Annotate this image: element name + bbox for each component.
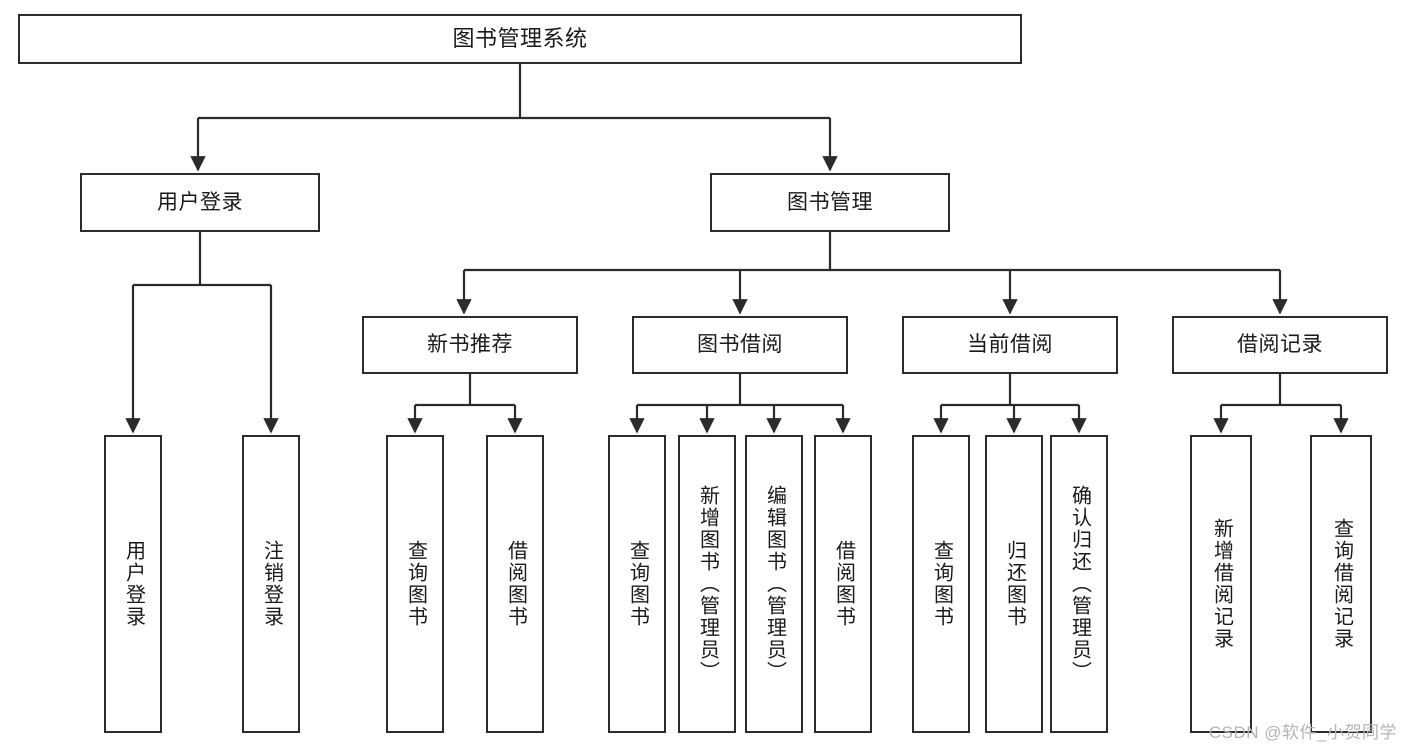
csdn-watermark: CSDN @软件_小贺同学 <box>1208 723 1397 742</box>
node-leaf-confirm-return-label: 确认归还（管理员） <box>1068 485 1091 683</box>
node-leaf-add-borrow-record-label: 新增借阅记录 <box>1210 518 1233 650</box>
node-leaf-query-book[interactable]: 查询图书 <box>608 435 666 733</box>
node-leaf-query-book-current[interactable]: 查询图书 <box>912 435 970 733</box>
node-leaf-add-book-label: 新增图书（管理员） <box>696 485 719 683</box>
node-leaf-query-book-recommend[interactable]: 查询图书 <box>386 435 444 733</box>
node-user-login[interactable]: 用户登录 <box>80 173 320 232</box>
node-new-book-recommend[interactable]: 新书推荐 <box>362 316 578 374</box>
node-leaf-query-borrow-record-label: 查询借阅记录 <box>1330 518 1353 650</box>
node-book-manage[interactable]: 图书管理 <box>710 173 950 232</box>
node-current-borrow-label: 当前借阅 <box>967 333 1053 357</box>
node-leaf-query-book-label: 查询图书 <box>626 540 649 628</box>
node-borrow-record[interactable]: 借阅记录 <box>1172 316 1388 374</box>
node-leaf-user-logout[interactable]: 注销登录 <box>242 435 300 733</box>
node-leaf-edit-book-label: 编辑图书（管理员） <box>763 485 786 683</box>
node-leaf-edit-book[interactable]: 编辑图书（管理员） <box>745 435 803 733</box>
node-leaf-return-book[interactable]: 归还图书 <box>985 435 1043 733</box>
node-leaf-user-login-label: 用户登录 <box>122 540 145 628</box>
node-root[interactable]: 图书管理系统 <box>18 14 1022 64</box>
node-book-borrow-label: 图书借阅 <box>697 333 783 357</box>
node-leaf-user-login[interactable]: 用户登录 <box>104 435 162 733</box>
node-leaf-confirm-return[interactable]: 确认归还（管理员） <box>1050 435 1108 733</box>
node-leaf-query-book-current-label: 查询图书 <box>930 540 953 628</box>
node-user-login-label: 用户登录 <box>157 190 243 214</box>
node-leaf-query-borrow-record[interactable]: 查询借阅记录 <box>1310 435 1372 733</box>
node-leaf-borrow-book-label: 借阅图书 <box>832 540 855 628</box>
node-leaf-borrow-book-recommend[interactable]: 借阅图书 <box>486 435 544 733</box>
node-leaf-borrow-book[interactable]: 借阅图书 <box>814 435 872 733</box>
node-book-manage-label: 图书管理 <box>787 190 873 214</box>
node-leaf-add-borrow-record[interactable]: 新增借阅记录 <box>1190 435 1252 733</box>
node-leaf-return-book-label: 归还图书 <box>1003 540 1026 628</box>
node-root-label: 图书管理系统 <box>452 25 588 51</box>
node-leaf-user-logout-label: 注销登录 <box>260 540 283 628</box>
node-leaf-borrow-book-recommend-label: 借阅图书 <box>504 540 527 628</box>
node-new-book-recommend-label: 新书推荐 <box>427 333 513 357</box>
node-leaf-query-book-recommend-label: 查询图书 <box>404 540 427 628</box>
node-leaf-add-book[interactable]: 新增图书（管理员） <box>678 435 736 733</box>
node-current-borrow[interactable]: 当前借阅 <box>902 316 1118 374</box>
node-borrow-record-label: 借阅记录 <box>1237 333 1323 357</box>
node-book-borrow[interactable]: 图书借阅 <box>632 316 848 374</box>
